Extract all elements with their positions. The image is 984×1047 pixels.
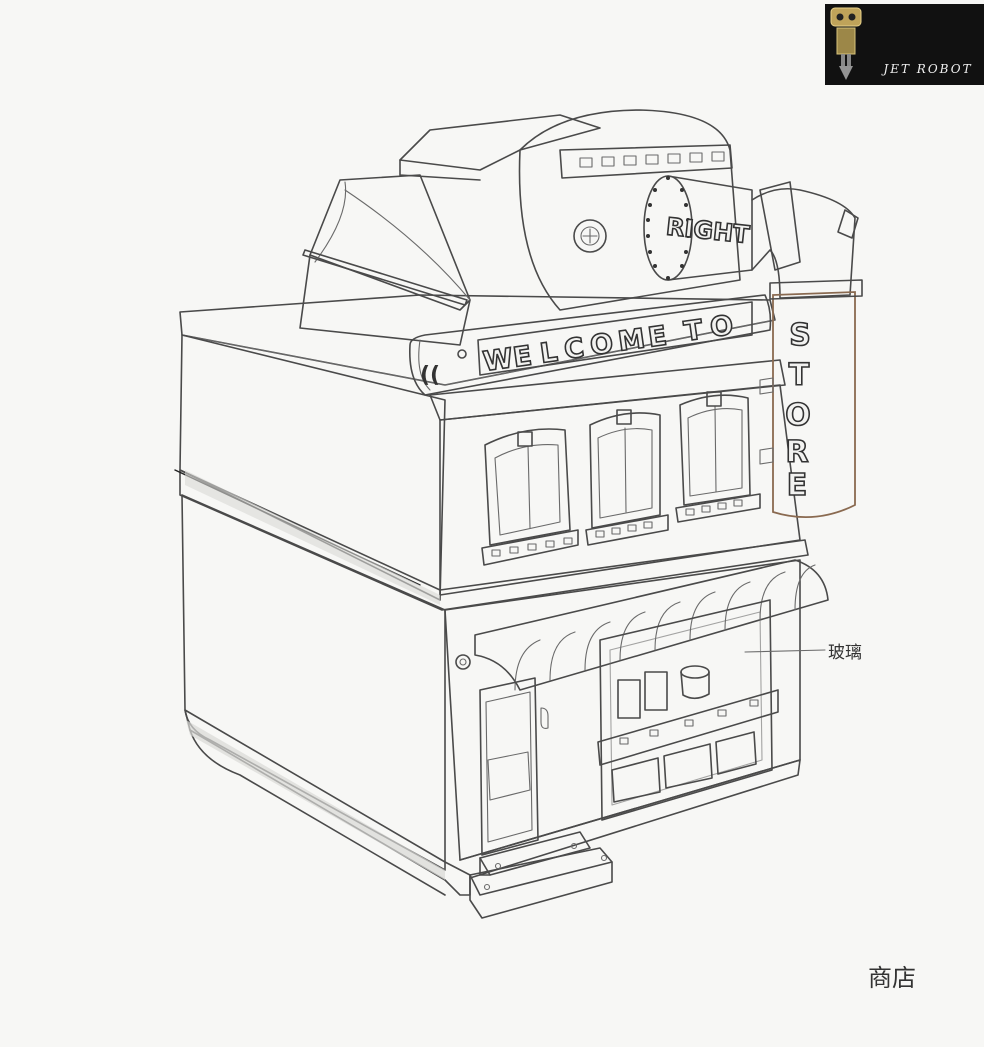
welcome-letter: L xyxy=(538,337,559,370)
rooftop-machine xyxy=(299,109,859,346)
window-left xyxy=(481,428,579,566)
building-body xyxy=(174,294,809,896)
welcome-letter: M xyxy=(616,323,647,357)
welcome-letter: E xyxy=(646,321,669,354)
right-sign-text: RIGHT xyxy=(665,213,752,250)
store-tube xyxy=(759,279,863,519)
window-right xyxy=(675,391,761,523)
upper-floor-left-face xyxy=(179,334,446,601)
jet-robot-logo: JET ROBOT xyxy=(825,4,984,85)
shop-window xyxy=(597,599,779,821)
store-letters: S T O R E xyxy=(784,317,811,504)
welcome-banner: (( xyxy=(408,294,772,396)
window-middle xyxy=(585,409,669,546)
welcome-letter: O xyxy=(708,310,735,344)
welcome-letters: W E L C O M E T O xyxy=(480,309,736,378)
upper-floor-right-face xyxy=(439,384,801,596)
glass-leader-line xyxy=(744,649,826,653)
welcome-letter: T xyxy=(682,314,705,347)
welcome-letter: W xyxy=(481,343,515,378)
store-letter: R xyxy=(785,435,808,470)
store-letter: S xyxy=(789,318,811,353)
store-letter: E xyxy=(787,468,808,503)
door xyxy=(479,677,549,856)
svg-text:((: (( xyxy=(420,363,440,388)
upper-cornice xyxy=(429,359,786,421)
logo-brand-text: JET ROBOT xyxy=(883,62,973,76)
upper-windows xyxy=(481,391,761,566)
store-caption: 商店 xyxy=(868,964,916,992)
glass-annotation: 玻璃 xyxy=(828,643,862,663)
front-steps xyxy=(469,831,613,919)
robot-icon xyxy=(830,7,862,80)
lower-floor-left-face xyxy=(181,494,446,871)
welcome-letter: E xyxy=(511,341,534,374)
mid-band xyxy=(179,469,809,611)
awning xyxy=(455,559,829,691)
welcome-letter: C xyxy=(562,332,586,365)
store-letter: T xyxy=(789,358,810,393)
store-letter: O xyxy=(785,398,811,433)
welcome-letter: O xyxy=(588,328,615,362)
